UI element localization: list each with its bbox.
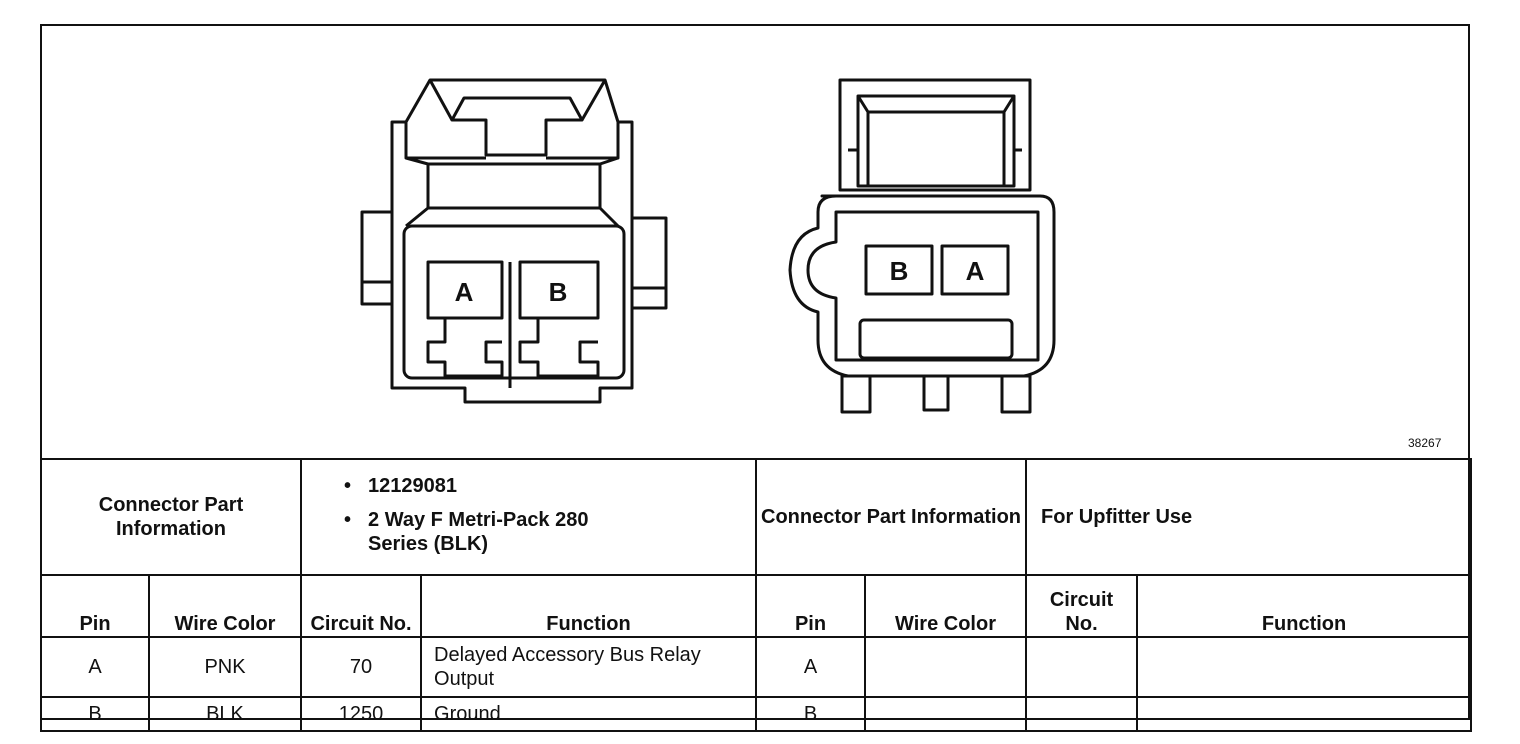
col-circuit-no: Circuit No. xyxy=(300,574,423,638)
col-wire-color: Wire Color xyxy=(147,574,303,638)
pin-cell: B xyxy=(40,696,150,732)
pin-cell: A xyxy=(40,636,150,698)
connector-type: 2 Way F Metri-Pack 280 Series (BLK) xyxy=(368,509,589,555)
circuit-cell: 70 xyxy=(300,636,423,698)
wire-color-cell-2 xyxy=(864,636,1028,698)
circuit-cell: 1250 xyxy=(300,696,423,732)
pin-cell-2: A xyxy=(755,636,867,698)
part-number: 12129081 xyxy=(368,475,457,497)
wire-color-cell-2 xyxy=(864,696,1028,732)
figure-id: 38267 xyxy=(1408,436,1442,450)
connector-table: Connector Part Information •12129081 •2 … xyxy=(39,458,1473,732)
col-pin: Pin xyxy=(40,574,150,638)
left-pin-label-b: B xyxy=(549,277,568,307)
col-wire-color-2: Wire Color xyxy=(864,574,1028,638)
pin-cell-2: B xyxy=(755,696,867,732)
right-connector xyxy=(788,78,1056,414)
right-part-info-label: Connector Part Information xyxy=(755,458,1028,576)
right-pin-label-a: A xyxy=(966,256,985,286)
left-pin-label-a: A xyxy=(455,277,474,307)
circuit-cell-2 xyxy=(1025,696,1139,732)
wire-color-cell: BLK xyxy=(147,696,303,732)
right-pin-label-b: B xyxy=(890,256,909,286)
function-cell-2 xyxy=(1136,696,1473,732)
function-cell: Ground xyxy=(420,696,758,732)
wire-color-cell: PNK xyxy=(147,636,303,698)
table-row: B BLK 1250 Ground B xyxy=(40,696,1473,732)
left-part-info-values: •12129081 •2 Way F Metri-Pack 280 Series… xyxy=(300,458,758,576)
col-function: Function xyxy=(420,574,758,638)
col-function-2: Function xyxy=(1136,574,1473,638)
col-pin-2: Pin xyxy=(755,574,867,638)
circuit-cell-2 xyxy=(1025,636,1139,698)
part-info-row: Connector Part Information •12129081 •2 … xyxy=(39,458,1473,576)
right-part-info-value: For Upfitter Use xyxy=(1025,458,1473,576)
left-part-info-label: Connector Part Information xyxy=(39,458,303,576)
function-cell: Delayed Accessory Bus Relay Output xyxy=(420,636,758,698)
table-row: A PNK 70 Delayed Accessory Bus Relay Out… xyxy=(40,636,1473,698)
left-connector xyxy=(360,78,668,404)
col-circuit-no-2: Circuit No. xyxy=(1025,574,1139,638)
function-cell-2 xyxy=(1136,636,1473,698)
column-header-row: Pin Wire Color Circuit No. Function Pin … xyxy=(40,574,1473,638)
